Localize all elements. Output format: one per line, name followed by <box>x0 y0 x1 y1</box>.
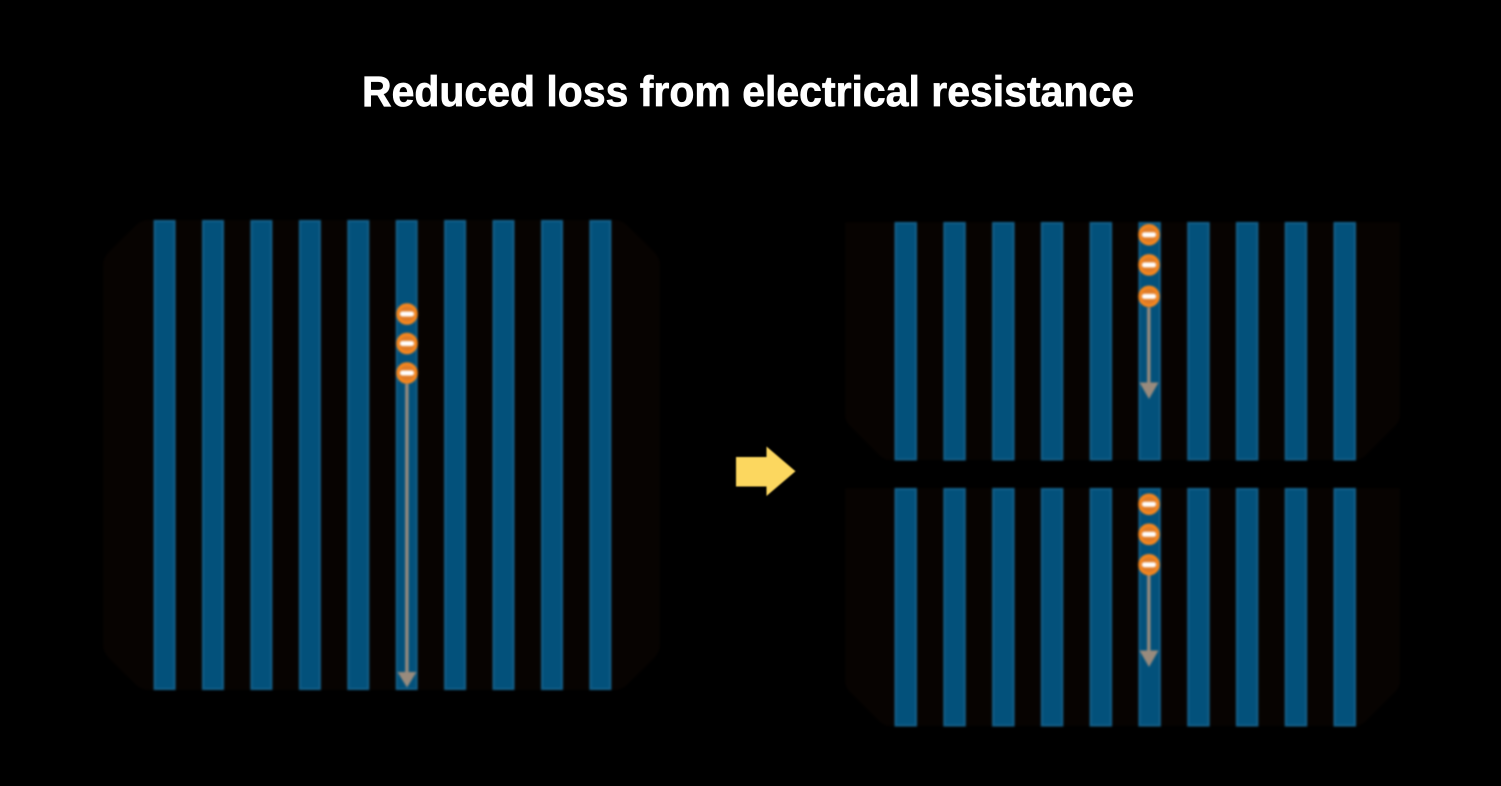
svg-text:Reduced loss from electrical r: Reduced loss from electrical resistance <box>362 69 1134 116</box>
